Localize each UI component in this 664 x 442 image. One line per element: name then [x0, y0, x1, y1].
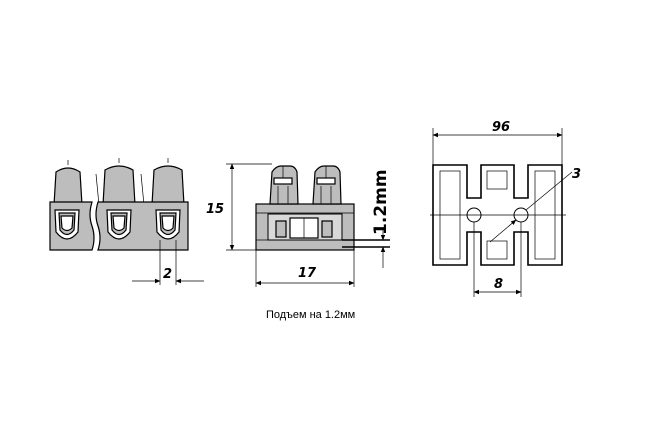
- dim-width-side: 17: [298, 266, 317, 281]
- dim-length-top: 96: [492, 120, 510, 135]
- side-view: 15 17 1.2mm: [206, 163, 391, 287]
- front-clamp-2: [106, 209, 132, 240]
- top-view: 96 3 8: [430, 120, 581, 297]
- side-sleeve-right: [312, 165, 342, 205]
- dim-hole-spacing: 8: [494, 277, 503, 292]
- front-clamp-3: [155, 209, 181, 240]
- front-sleeve-3: [151, 165, 185, 206]
- dim-pitch-front: 2: [163, 267, 172, 282]
- front-sleeve-2: [102, 165, 136, 206]
- dim-lift: 1.2mm: [371, 169, 391, 235]
- side-sleeve-left: [269, 165, 299, 205]
- front-view: 2: [49, 158, 204, 285]
- front-sleeve-1: [53, 167, 83, 206]
- dim-hole-diameter: 3: [572, 167, 581, 182]
- front-clamp-1: [54, 209, 80, 240]
- dim-height-side: 15: [206, 202, 224, 217]
- top-outline: [432, 164, 563, 266]
- caption-lift: Подъем на 1.2мм: [266, 309, 355, 321]
